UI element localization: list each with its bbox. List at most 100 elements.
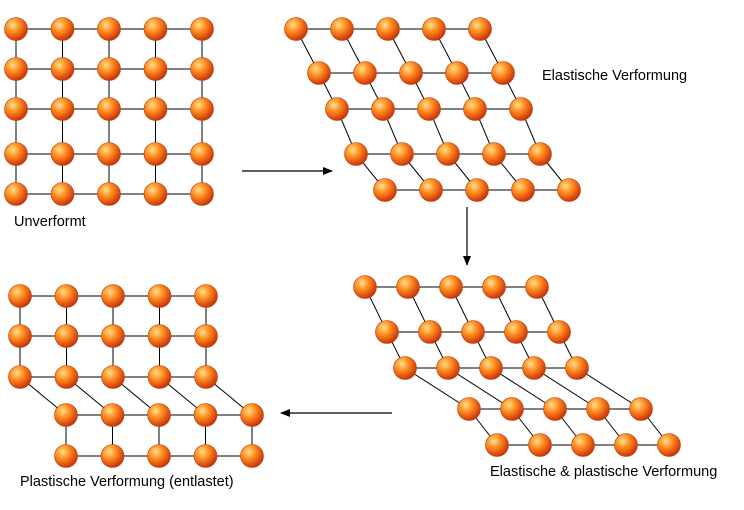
atom [50, 142, 75, 166]
atom [482, 275, 506, 299]
atom [190, 97, 214, 121]
atom [147, 284, 172, 308]
lattice-elastic-atoms [284, 17, 581, 202]
atom [101, 365, 125, 389]
atom [557, 178, 581, 202]
atom [143, 142, 168, 166]
atom [485, 433, 509, 457]
atom [8, 284, 32, 308]
atom [571, 433, 595, 457]
atom [50, 182, 75, 206]
atom [97, 142, 121, 166]
atom [491, 61, 515, 85]
atom [344, 142, 368, 166]
atom [143, 97, 168, 121]
atom [50, 97, 75, 121]
atom [457, 397, 481, 421]
atom [193, 444, 218, 468]
atom [147, 324, 172, 348]
atom [143, 17, 168, 41]
atom [614, 433, 638, 457]
atom [436, 356, 460, 380]
atom [8, 324, 32, 348]
atom [436, 142, 460, 166]
bond [490, 367, 556, 410]
atom [143, 57, 168, 81]
atom [396, 275, 420, 299]
atom [97, 17, 121, 41]
atom [100, 403, 125, 427]
atom [482, 142, 506, 166]
atom [445, 61, 469, 85]
atom [4, 182, 28, 206]
lattice-undeformed-atoms [4, 17, 214, 206]
atom [50, 57, 75, 81]
atom [97, 97, 121, 121]
atom [629, 397, 653, 421]
bond [447, 367, 513, 410]
atom [147, 444, 171, 468]
atom [461, 320, 485, 344]
atom [422, 17, 446, 41]
atom [479, 356, 503, 380]
arrows-layer [242, 167, 471, 417]
atom [399, 61, 423, 85]
atom [509, 97, 533, 121]
atom [194, 324, 218, 348]
atom [194, 284, 218, 308]
atom [193, 403, 218, 427]
atom [418, 320, 442, 344]
atom [525, 275, 549, 299]
atom [330, 17, 354, 41]
atom [307, 61, 331, 85]
atom [353, 275, 377, 299]
atom [240, 444, 264, 468]
atom [4, 17, 28, 41]
bond [404, 367, 470, 410]
atom [143, 182, 168, 206]
atom [543, 397, 567, 421]
atom [419, 178, 443, 202]
atom [190, 57, 214, 81]
atom [147, 365, 172, 389]
atom [325, 97, 349, 121]
atom [97, 57, 121, 81]
atom [417, 97, 441, 121]
lattice-plastic-unloaded-atoms [8, 284, 264, 468]
atom [528, 433, 552, 457]
atom [439, 275, 463, 299]
atom [54, 365, 79, 389]
atom [4, 97, 28, 121]
atom [8, 365, 32, 389]
atom [190, 182, 214, 206]
atom [97, 182, 121, 206]
atom [100, 444, 125, 468]
atom [54, 324, 79, 348]
label-plastic-deformation-unloaded: Plastische Verformung (entlastet) [20, 474, 234, 490]
atom [147, 403, 171, 427]
atom [393, 356, 417, 380]
atom [528, 142, 552, 166]
atom [353, 61, 377, 85]
atom [375, 320, 399, 344]
atom [54, 403, 78, 427]
lattice-elastic-plastic-atoms [353, 275, 681, 457]
atom [194, 365, 218, 389]
atom [657, 433, 681, 457]
atom [4, 142, 28, 166]
bond [533, 367, 599, 410]
atom [4, 57, 28, 81]
label-elastic-deformation: Elastische Verformung [542, 68, 688, 84]
atom [101, 284, 125, 308]
atom [101, 324, 125, 348]
atom [190, 17, 214, 41]
atom [565, 356, 589, 380]
atom [54, 284, 79, 308]
atom [50, 17, 75, 41]
atom [284, 17, 308, 41]
label-elastic-plastic-deformation: Elastische & plastische Verformung [490, 464, 718, 480]
atom [522, 356, 546, 380]
label-undeformed: Unverformt [14, 214, 86, 230]
atom [240, 403, 264, 427]
